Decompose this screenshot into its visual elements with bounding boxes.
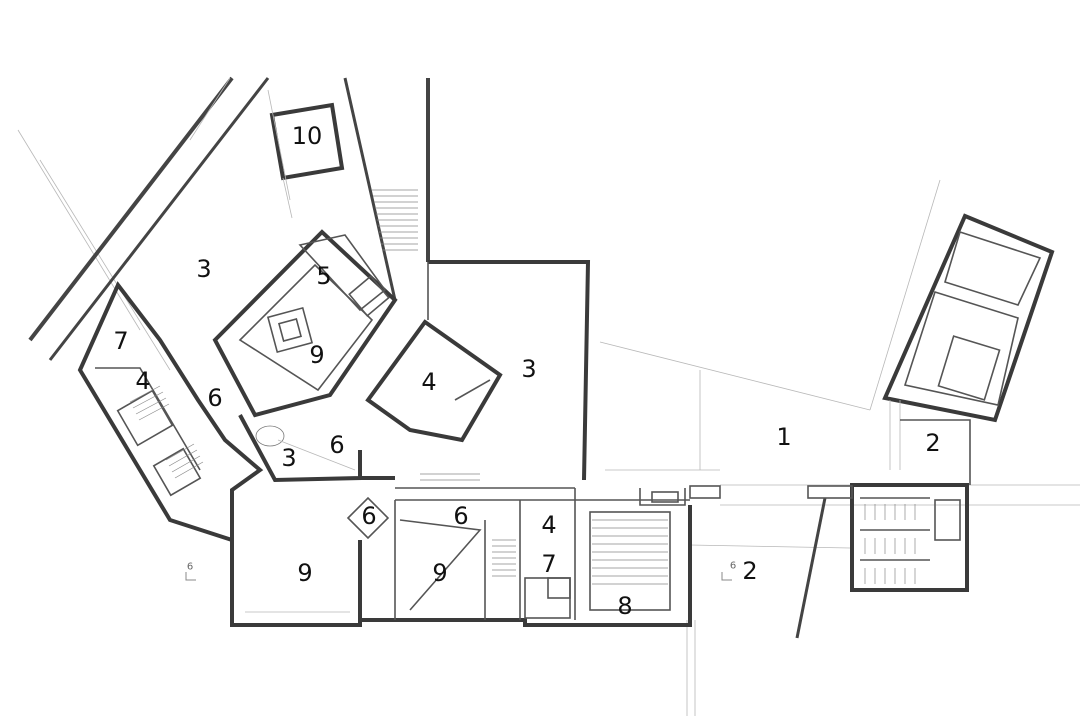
room-label-2-south: 2	[742, 557, 758, 585]
room-label-6-corridor: 6	[453, 502, 469, 530]
walkway	[689, 485, 853, 499]
room-4-center	[365, 319, 503, 443]
room-label-7-west: 7	[113, 327, 129, 355]
south-block	[230, 473, 692, 627]
room-label-9-center: 9	[309, 341, 325, 369]
section-mark-west: 6	[186, 561, 194, 573]
room-label-4-center: 4	[421, 368, 437, 396]
room-label-1: 1	[776, 423, 792, 451]
east-pavilion	[882, 213, 1055, 485]
section-mark-east: 6	[729, 560, 737, 572]
room-label-3-court: 3	[281, 444, 297, 472]
room-label-6-entry: 6	[361, 502, 377, 530]
auditorium-seating	[592, 519, 668, 585]
hall-3-east	[427, 260, 591, 481]
boundary-walls	[28, 76, 827, 639]
room-label-4-south: 4	[541, 511, 557, 539]
room-label-7-south: 7	[541, 550, 557, 578]
room-label-10: 10	[291, 122, 323, 150]
room-label-3-north: 3	[196, 255, 212, 283]
wc-block	[850, 483, 969, 592]
pavilion-10	[267, 89, 345, 219]
site-lines	[17, 129, 1080, 716]
room-label-9-south: 9	[432, 559, 448, 587]
exterior-stair	[372, 189, 418, 251]
room-label-6-court: 6	[329, 431, 345, 459]
room-label-2-east: 2	[925, 429, 941, 457]
room-label-6-west: 6	[207, 384, 223, 412]
room-label-8: 8	[617, 592, 633, 620]
west-wing	[77, 281, 264, 543]
entry-diamond	[346, 450, 395, 540]
room-label-4-west: 4	[135, 367, 151, 395]
room-label-3-east: 3	[521, 355, 537, 383]
room-label-9-southwest: 9	[297, 559, 313, 587]
room-label-5: 5	[316, 262, 332, 290]
section-mark-lines	[185, 572, 732, 581]
central-rotated-block	[212, 229, 398, 418]
